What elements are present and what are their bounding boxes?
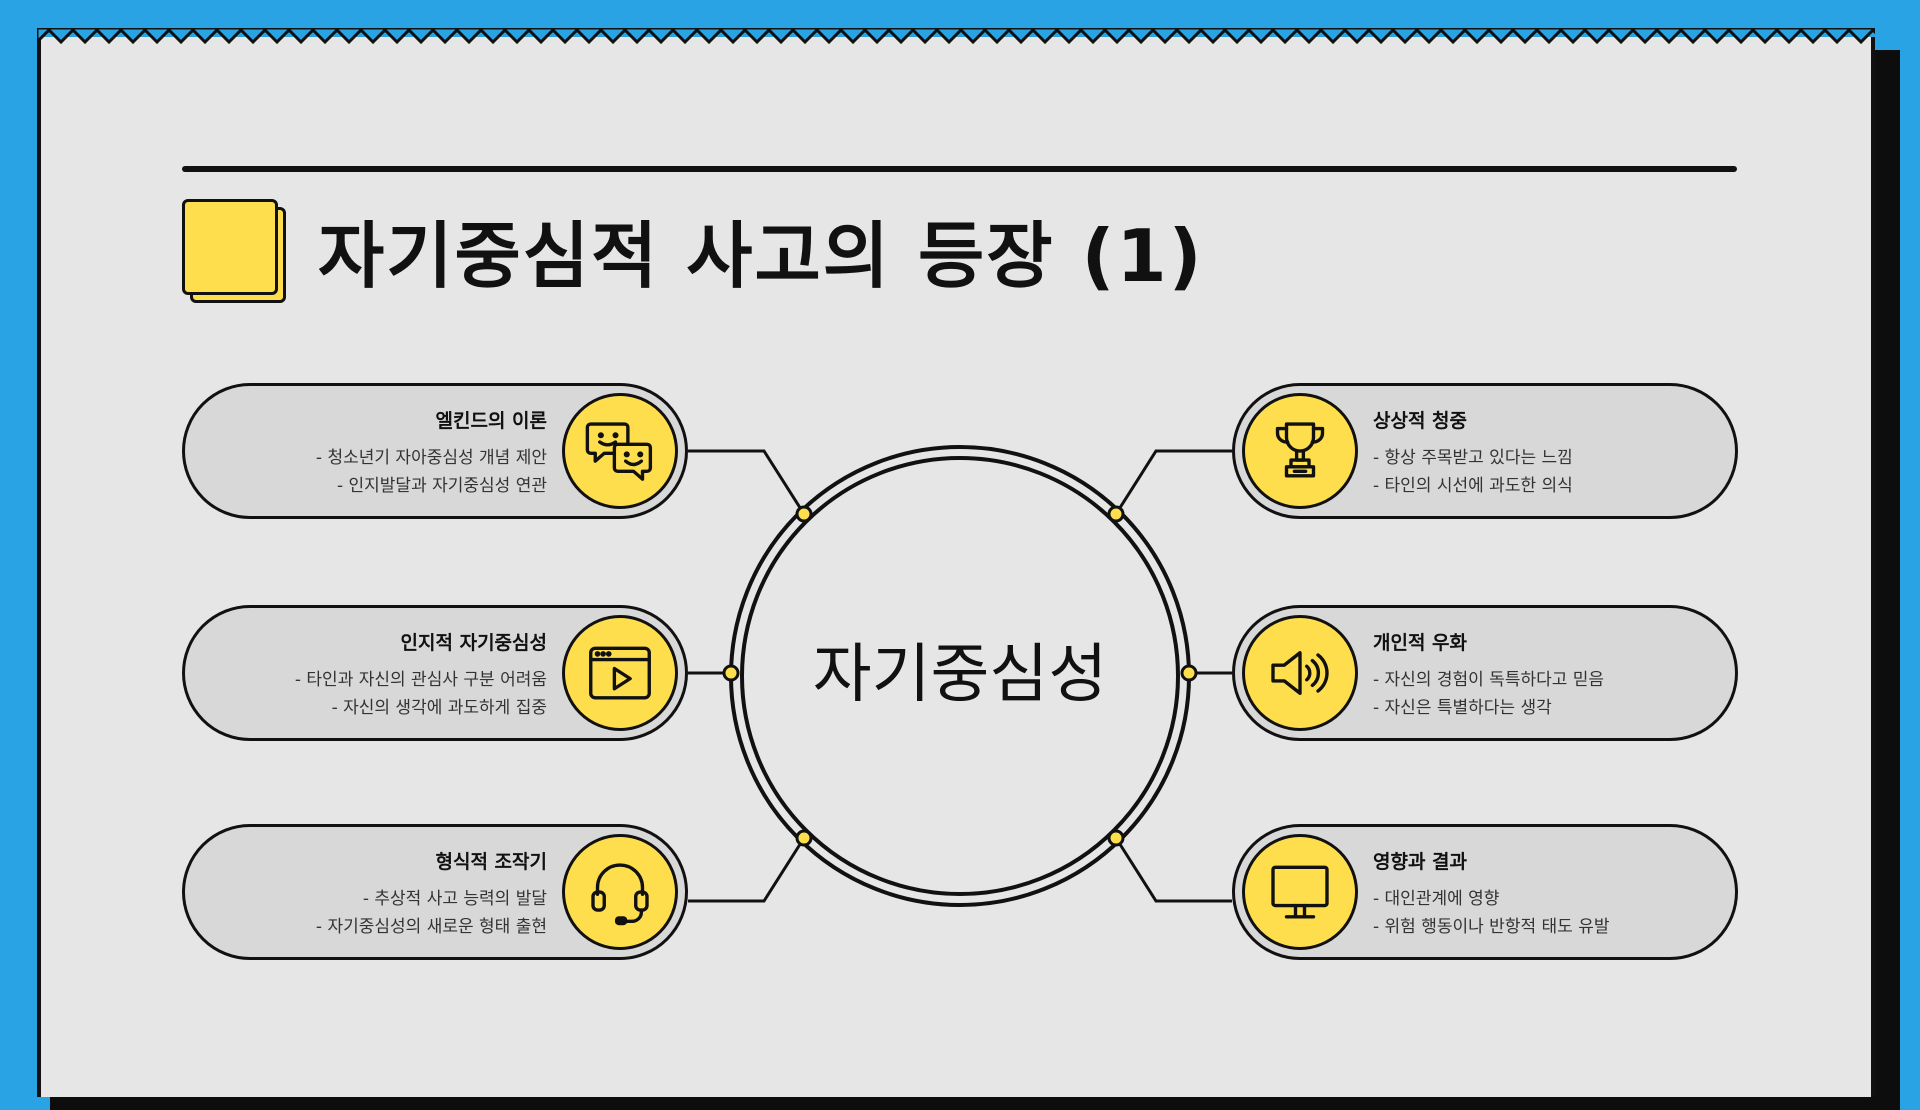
card-icon-badge xyxy=(562,615,678,731)
card-detail: - 항상 주목받고 있다는 느낌 xyxy=(1373,448,1573,468)
card-detail: - 대인관계에 영향 xyxy=(1373,889,1500,909)
node-dot xyxy=(722,664,740,682)
connector-bottom-right xyxy=(1114,837,1232,903)
title-rule xyxy=(182,166,1737,172)
card-icon-badge xyxy=(562,834,678,950)
card-detail: - 위험 행동이나 반항적 태도 유발 xyxy=(1373,917,1610,937)
card-detail: - 타인과 자신의 관심사 구분 어려움 xyxy=(294,670,547,690)
node-dot xyxy=(1107,505,1125,523)
node-dot xyxy=(1107,829,1125,847)
card-title: 형식적 조작기 xyxy=(435,851,548,873)
card-title: 엘킨드의 이론 xyxy=(435,410,548,432)
trophy-icon xyxy=(1275,422,1325,478)
card-personal-fable: 개인적 우화 - 자신의 경험이 독특하다고 믿음 - 자신은 특별하다는 생각 xyxy=(1232,605,1738,741)
monitor-icon xyxy=(1271,865,1329,919)
card-icon-badge xyxy=(1242,834,1358,950)
node-dot xyxy=(795,505,813,523)
center-topic: 자기중심성 xyxy=(812,638,1108,712)
card-detail: - 자기중심성의 새로운 형태 출현 xyxy=(315,917,547,937)
torn-edge xyxy=(37,28,1875,45)
card-cognitive-egocentrism: 인지적 자기중심성 - 타인과 자신의 관심사 구분 어려움 - 자신의 생각에… xyxy=(182,605,688,741)
title-square xyxy=(182,199,278,295)
card-formal-operations: 형식적 조작기 - 추상적 사고 능력의 발달 - 자기중심성의 새로운 형태 … xyxy=(182,824,688,960)
card-detail: - 자신은 특별하다는 생각 xyxy=(1373,698,1552,718)
center-circle-inner xyxy=(740,456,1180,896)
node-dot xyxy=(795,829,813,847)
node-dot xyxy=(1180,664,1198,682)
video-player-icon xyxy=(589,646,651,700)
card-title: 인지적 자기중심성 xyxy=(400,632,547,654)
connector-top-left xyxy=(688,449,806,515)
card-title: 영향과 결과 xyxy=(1373,851,1468,873)
headset-icon xyxy=(591,863,649,926)
card-title: 개인적 우화 xyxy=(1373,632,1468,654)
speaker-icon xyxy=(1271,651,1329,695)
card-title: 상상적 청중 xyxy=(1373,410,1468,432)
mind-map-connectors xyxy=(688,445,1232,907)
connector-bottom-left xyxy=(688,837,806,903)
card-effects-results: 영향과 결과 - 대인관계에 영향 - 위험 행동이나 반항적 태도 유발 xyxy=(1232,824,1738,960)
card-icon-badge xyxy=(1242,393,1358,509)
card-detail: - 자신의 경험이 독특하다고 믿음 xyxy=(1373,670,1605,690)
card-detail: - 인지발달과 자기중심성 연관 xyxy=(336,476,547,496)
card-detail: - 청소년기 자아중심성 개념 제안 xyxy=(315,448,547,468)
card-elkind-theory: 엘킨드의 이론 - 청소년기 자아중심성 개념 제안 - 인지발달과 자기중심성… xyxy=(182,383,688,519)
connector-top-right xyxy=(1114,449,1232,515)
card-icon-badge xyxy=(562,393,678,509)
page-title: 자기중심적 사고의 등장 (1) xyxy=(318,214,1204,298)
card-imaginary-audience: 상상적 청중 - 항상 주목받고 있다는 느낌 - 타인의 시선에 과도한 의식 xyxy=(1232,383,1738,519)
card-detail: - 타인의 시선에 과도한 의식 xyxy=(1373,476,1573,496)
card-detail: - 자신의 생각에 과도하게 집중 xyxy=(331,698,547,718)
card-detail: - 추상적 사고 능력의 발달 xyxy=(362,889,547,909)
chat-bubbles-icon xyxy=(585,422,653,481)
card-icon-badge xyxy=(1242,615,1358,731)
